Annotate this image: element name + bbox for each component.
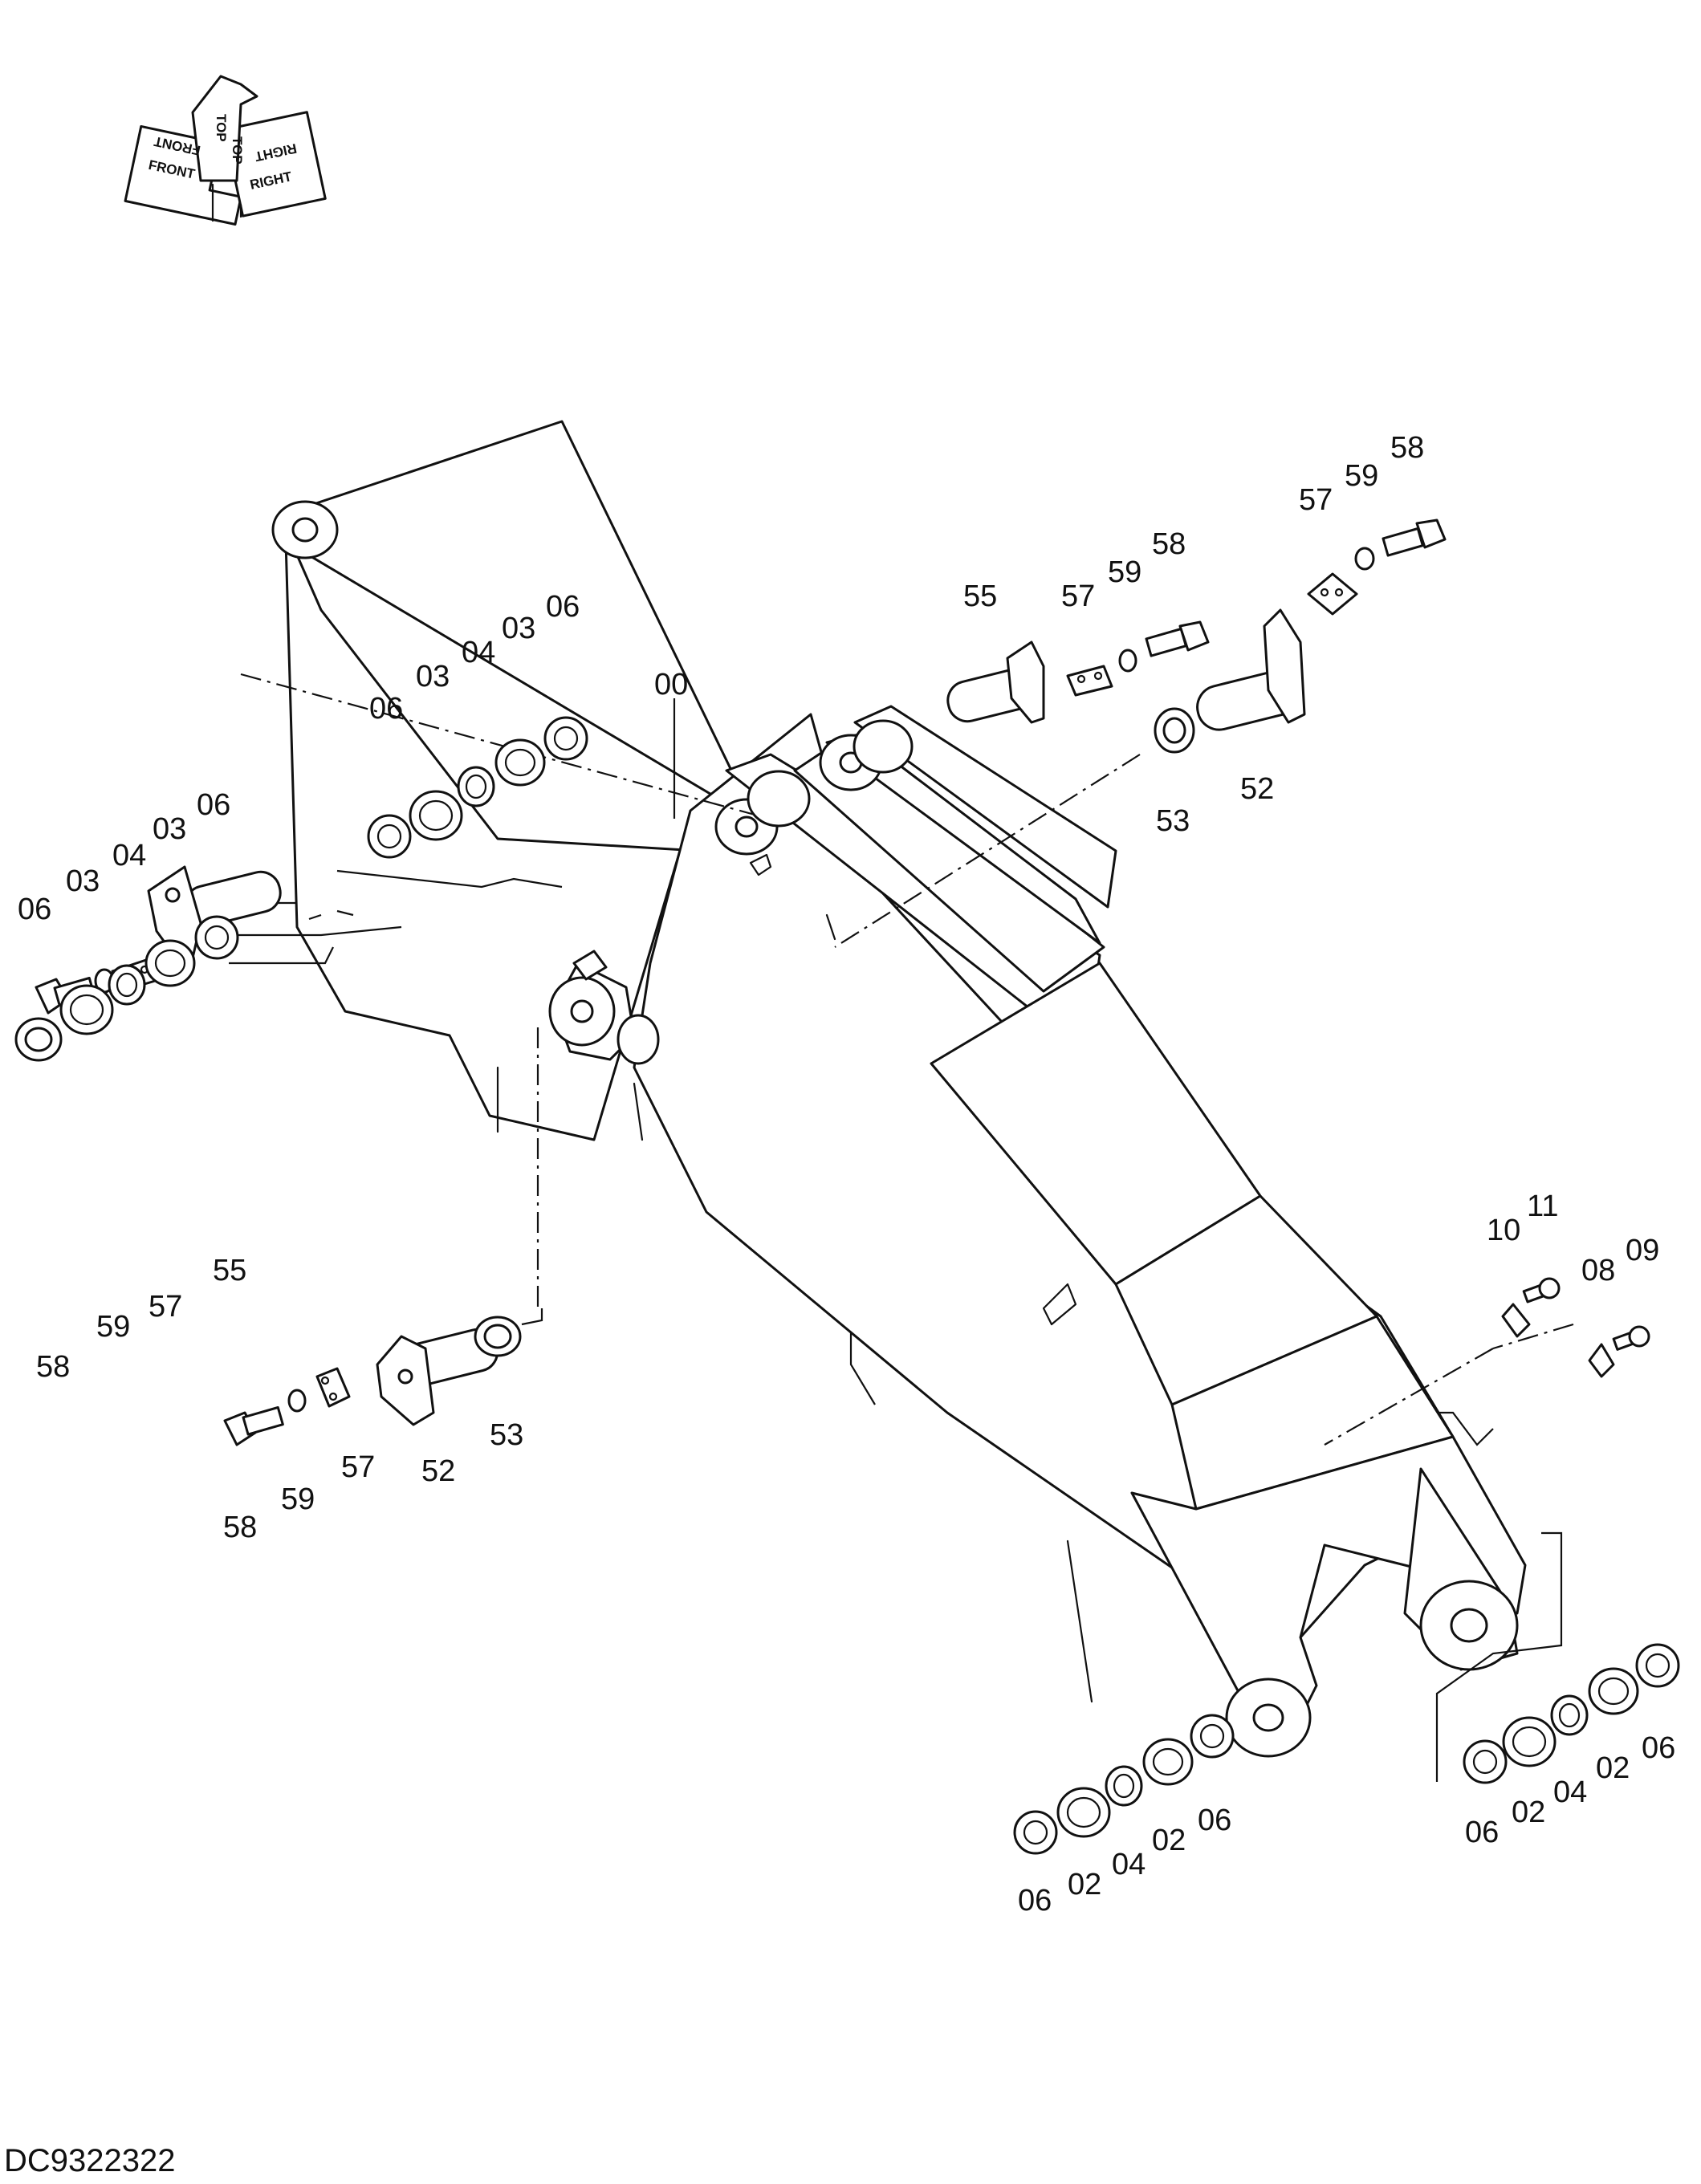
callout-57: 57 [341, 1450, 375, 1484]
callout-04: 04 [462, 636, 495, 669]
callout-53: 53 [1156, 804, 1190, 838]
callout-06: 06 [546, 590, 580, 624]
callout-04: 04 [1112, 1848, 1146, 1881]
callout-58: 58 [223, 1511, 257, 1544]
callout-03: 03 [502, 612, 535, 645]
callout-03: 03 [66, 864, 100, 898]
callout-58: 58 [36, 1350, 70, 1384]
bushing-stack-upper-left-2 [367, 716, 588, 859]
bushing-stack-lower-2 [1463, 1643, 1680, 1784]
bolt-58-top [1382, 519, 1447, 557]
axis-lines [240, 673, 1574, 1446]
pin-55-upper [946, 641, 1045, 724]
bushing-stack-upper-left-1 [14, 915, 239, 1062]
callout-52: 52 [421, 1454, 455, 1488]
compass-top-label-mirror: TOP [230, 136, 245, 165]
callout-02: 02 [1596, 1751, 1630, 1785]
orientation-compass: FRONT FRONT TOP TOP RIGHT RIGHT [124, 75, 327, 226]
callout-55: 55 [213, 1254, 246, 1287]
callout-10: 10 [1487, 1214, 1520, 1247]
callout-02: 02 [1512, 1796, 1545, 1829]
washer-59-upper [1118, 649, 1137, 673]
compass-top-label: TOP [214, 114, 229, 142]
callout-06: 06 [1465, 1816, 1499, 1849]
grease-fitting-10-11 [1501, 1277, 1561, 1338]
callout-03: 03 [416, 660, 450, 693]
lock-plate-57-upper [1066, 665, 1113, 697]
callout-06: 06 [197, 788, 230, 822]
callout-59: 59 [96, 1310, 130, 1344]
spacer-53-upper [1154, 707, 1195, 754]
washer-59-top [1354, 547, 1375, 571]
callout-04: 04 [1553, 1775, 1587, 1809]
callout-58: 58 [1390, 431, 1424, 465]
pin-52-lower [376, 1328, 499, 1426]
boom-body [271, 420, 1527, 1758]
callout-55: 55 [963, 580, 997, 613]
callout-08: 08 [1581, 1254, 1615, 1287]
lock-plate-57-top [1307, 572, 1358, 616]
grease-fitting-08-09 [1588, 1325, 1650, 1378]
spacer-53-lower [474, 1316, 522, 1357]
callout-06: 06 [1018, 1884, 1052, 1918]
callout-06: 06 [1642, 1731, 1675, 1765]
callout-06: 06 [18, 893, 51, 926]
callout-labels: 00 06 03 04 03 06 06 03 04 03 06 55 57 5… [18, 431, 1675, 1918]
callout-59: 59 [1345, 459, 1378, 493]
drawing-id: DC9322322 [4, 2143, 176, 2178]
callout-59: 59 [281, 1482, 315, 1516]
callout-53: 53 [490, 1418, 523, 1452]
bolt-58-lower [223, 1405, 284, 1446]
callout-59: 59 [1108, 555, 1141, 589]
callout-09: 09 [1626, 1234, 1659, 1267]
bushing-stack-lower-1 [1013, 1714, 1235, 1855]
lock-plate-57-lower [315, 1367, 351, 1408]
callout-06: 06 [1198, 1804, 1231, 1837]
callout-00: 00 [654, 668, 688, 702]
callout-06: 06 [369, 692, 403, 726]
washer-59-lower [287, 1389, 307, 1413]
callout-57: 57 [1299, 483, 1333, 517]
callout-52: 52 [1240, 772, 1274, 806]
bolt-58-upper [1145, 620, 1210, 657]
callout-11: 11 [1527, 1190, 1558, 1223]
callout-58: 58 [1152, 527, 1186, 561]
pin-52-upper [1196, 608, 1306, 731]
callout-02: 02 [1068, 1868, 1101, 1901]
callout-03: 03 [153, 812, 186, 846]
callout-04: 04 [112, 839, 146, 872]
callout-57: 57 [149, 1290, 182, 1324]
callout-57: 57 [1061, 580, 1095, 613]
callout-02: 02 [1152, 1824, 1186, 1857]
